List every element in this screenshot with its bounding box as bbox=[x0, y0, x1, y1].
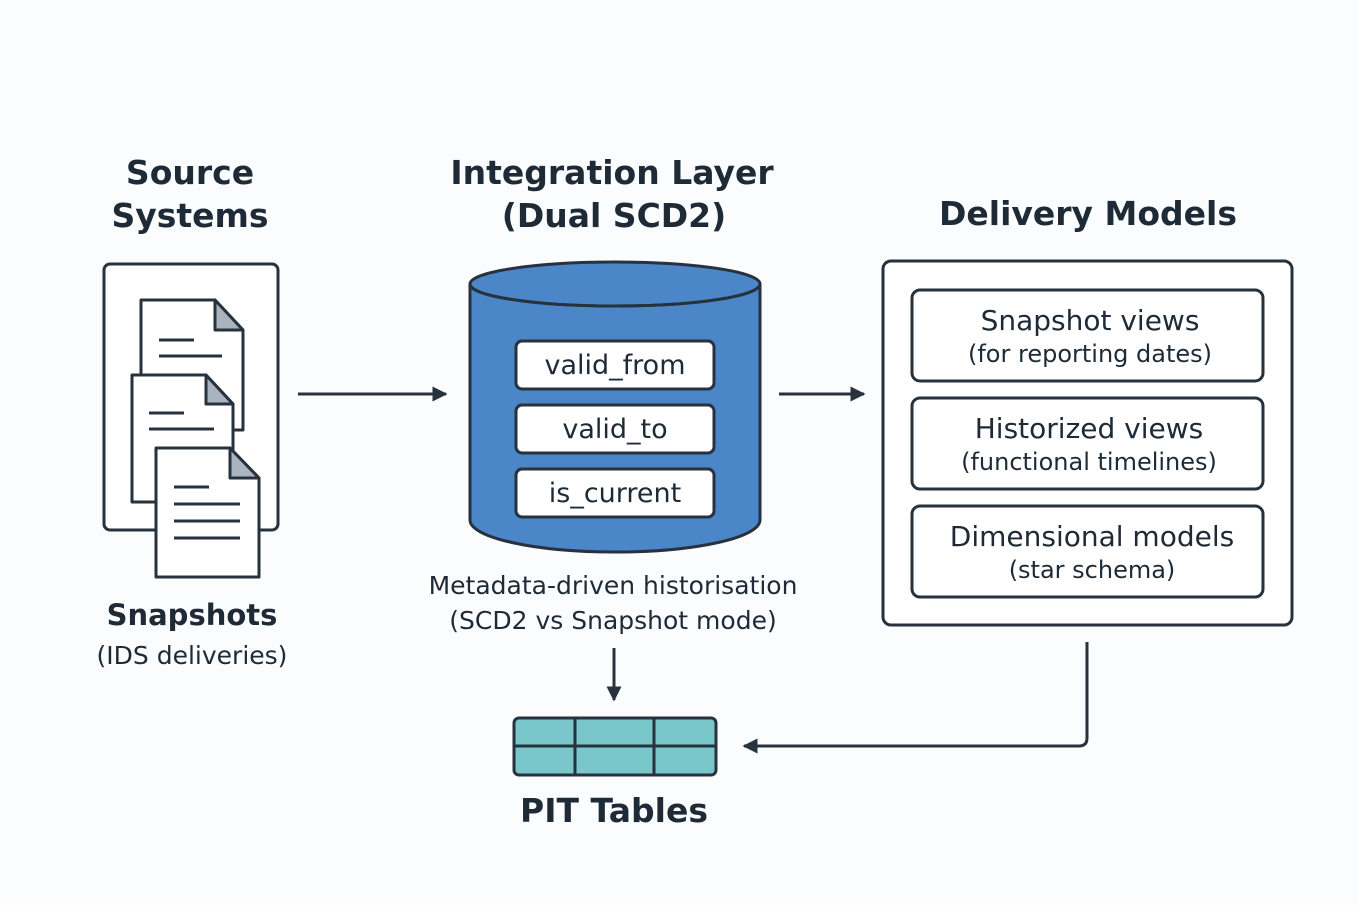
integration-title-line2: (Dual SCD2) bbox=[502, 196, 726, 235]
delivery-title: Delivery Models bbox=[939, 194, 1237, 233]
documents-icon bbox=[130, 298, 261, 579]
pit-label: PIT Tables bbox=[520, 791, 708, 830]
field-valid-from: valid_from bbox=[514, 339, 716, 391]
snapshot-views-subtitle: (for reporting dates) bbox=[968, 340, 1212, 368]
integration-layer-column: Integration Layer (Dual SCD2) valid_from… bbox=[429, 153, 798, 635]
field-valid-from-label: valid_from bbox=[545, 350, 686, 381]
integration-title-line1: Integration Layer bbox=[450, 153, 774, 192]
source-title-line2: Systems bbox=[111, 196, 268, 235]
pit-tables: PIT Tables bbox=[512, 716, 718, 830]
historized-views-box: Historized views (functional timelines) bbox=[910, 396, 1265, 491]
historized-views-title: Historized views bbox=[975, 412, 1203, 445]
snapshot-views-title: Snapshot views bbox=[981, 304, 1200, 337]
arrow-delivery-to-pit bbox=[742, 642, 1089, 754]
integration-note-line1: Metadata-driven historisation bbox=[429, 571, 798, 600]
source-systems-column: Source Systems bbox=[97, 153, 288, 670]
document-icon bbox=[154, 446, 261, 579]
source-label: Snapshots bbox=[107, 598, 278, 632]
field-valid-to: valid_to bbox=[514, 403, 716, 455]
table-icon bbox=[512, 716, 718, 777]
dimensional-models-title: Dimensional models bbox=[950, 520, 1234, 553]
dimensional-models-box: Dimensional models (star schema) bbox=[910, 504, 1265, 599]
field-is-current-label: is_current bbox=[549, 478, 681, 509]
source-title-line1: Source bbox=[126, 153, 254, 192]
source-caption: (IDS deliveries) bbox=[97, 641, 288, 670]
delivery-models-column: Delivery Models Snapshot views (for repo… bbox=[881, 194, 1294, 627]
field-valid-to-label: valid_to bbox=[562, 414, 667, 445]
dimensional-models-subtitle: (star schema) bbox=[1009, 556, 1176, 584]
snapshot-views-box: Snapshot views (for reporting dates) bbox=[910, 288, 1265, 383]
historized-views-subtitle: (functional timelines) bbox=[961, 448, 1217, 476]
field-is-current: is_current bbox=[514, 467, 716, 519]
integration-note-line2: (SCD2 vs Snapshot mode) bbox=[449, 606, 776, 635]
